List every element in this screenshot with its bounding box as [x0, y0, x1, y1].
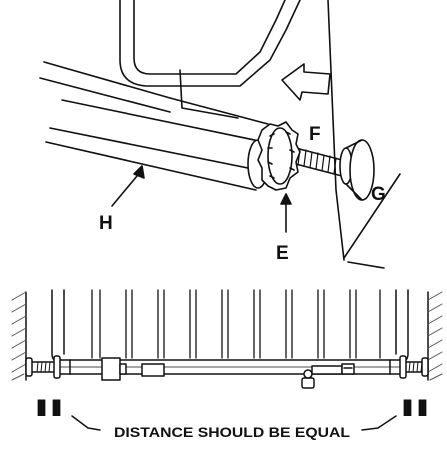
left-gap-marker: II [34, 395, 64, 422]
wall-corner [343, 173, 401, 259]
gate-bars [91, 289, 381, 359]
bottom-tube-top [61, 99, 265, 143]
bottom-tube [45, 127, 259, 191]
right-wall [427, 291, 443, 381]
callout-e: E [276, 243, 289, 264]
bottom-overview [11, 289, 443, 431]
frame-diagonal-lower [39, 77, 171, 113]
callout-g: G [371, 184, 386, 205]
frame-diagonal-upper [43, 61, 269, 125]
gate-frame-sides [51, 289, 409, 365]
left-spindle [25, 355, 61, 379]
left-wall [11, 291, 27, 381]
right-gap-marker: II [400, 395, 430, 422]
gate-frame-upper [119, 0, 301, 87]
gate-frame-inner [133, 0, 286, 75]
gate-panel-slot [179, 69, 239, 119]
leader-e-arrowhead [280, 193, 292, 205]
floor-line [347, 261, 385, 269]
wall-edge [327, 0, 345, 261]
latch-hardware [101, 357, 355, 389]
locking-nut-wheel [257, 121, 301, 191]
equal-distance-caption: DISTANCE SHOULD BE EQUAL [114, 424, 351, 440]
callout-h: H [99, 213, 113, 234]
wall-cup [339, 139, 375, 201]
top-detail-view [39, 0, 401, 269]
right-spindle [399, 355, 429, 379]
leader-h-arrowhead [133, 165, 145, 179]
dimension-line-left [71, 415, 101, 431]
callout-f: F [309, 124, 321, 145]
dimension-line-right [361, 415, 397, 431]
push-arrow [281, 63, 331, 101]
